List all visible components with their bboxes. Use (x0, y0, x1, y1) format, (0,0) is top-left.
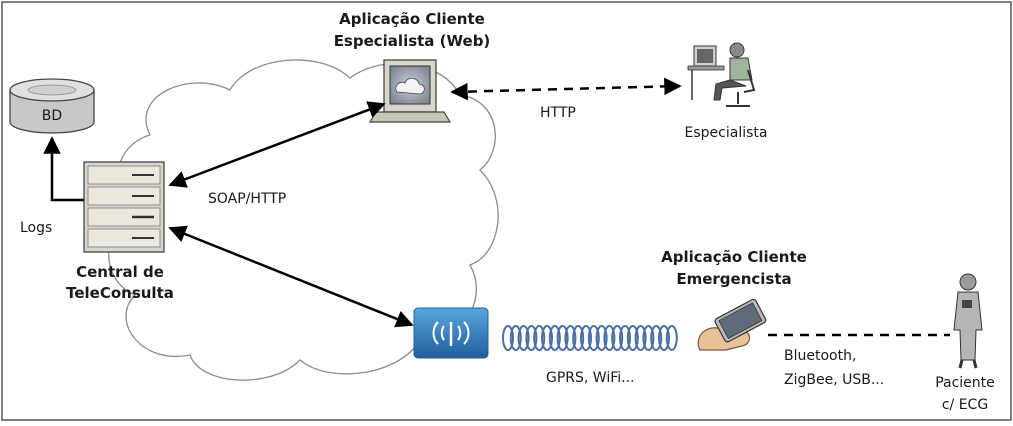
server-label-line1: Central de (76, 263, 164, 281)
soap-arrow-web (168, 101, 386, 188)
coil-loop (564, 325, 577, 351)
coil-loop (603, 325, 616, 351)
coil-loop (548, 325, 561, 351)
wireless-signal-coil (502, 325, 678, 351)
patient-label-line1: Paciente (935, 375, 995, 391)
coil-loop (611, 325, 624, 351)
coil-loop (580, 325, 592, 351)
coil-loop (619, 325, 631, 351)
patient-label-line2: c/ ECG (942, 397, 988, 413)
coil-loop (541, 325, 553, 351)
coil-loop (658, 325, 670, 351)
web-client-label-line1: Aplicação Cliente (339, 10, 485, 28)
wireless-label: GPRS, WiFi... (546, 370, 635, 386)
coil-loop (572, 325, 585, 351)
coil-loop (595, 325, 608, 351)
specialist-label: Especialista (685, 125, 768, 141)
handheld-device-icon (697, 298, 767, 351)
coil-loop (650, 325, 663, 351)
coil-loop (533, 325, 546, 351)
coil-loop (502, 325, 514, 351)
coil-loop (587, 325, 600, 351)
patient-icon (953, 273, 983, 369)
coil-loop (634, 325, 647, 351)
specialist-icon (687, 42, 756, 107)
emergency-client-label-line1: Aplicação Cliente (661, 248, 807, 266)
http-arrow (450, 77, 682, 101)
soap-arrow-wireless (168, 225, 414, 328)
soap-label: SOAP/HTTP (208, 191, 286, 207)
server-label-line2: TeleConsulta (66, 284, 174, 302)
coil-loop (509, 325, 522, 351)
coil-loop (517, 325, 530, 351)
logs-arrow (43, 136, 84, 202)
http-label: HTTP (540, 105, 576, 121)
coil-loop (556, 325, 569, 351)
server-rack-icon (83, 161, 165, 253)
coil-loop (642, 325, 655, 351)
coil-loop (665, 325, 678, 351)
local-link-label-line2: ZigBee, USB... (784, 372, 884, 388)
wireless-device-icon (413, 307, 489, 359)
coil-loop (626, 325, 639, 351)
database-label: BD (42, 108, 62, 124)
logs-label: Logs (20, 220, 52, 236)
database-icon (9, 78, 95, 134)
local-link-label-line1: Bluetooth, (784, 348, 856, 364)
coil-loop (525, 325, 538, 351)
emergency-client-label-line2: Emergencista (676, 270, 791, 288)
web-client-label-line2: Especialista (Web) (334, 32, 491, 50)
